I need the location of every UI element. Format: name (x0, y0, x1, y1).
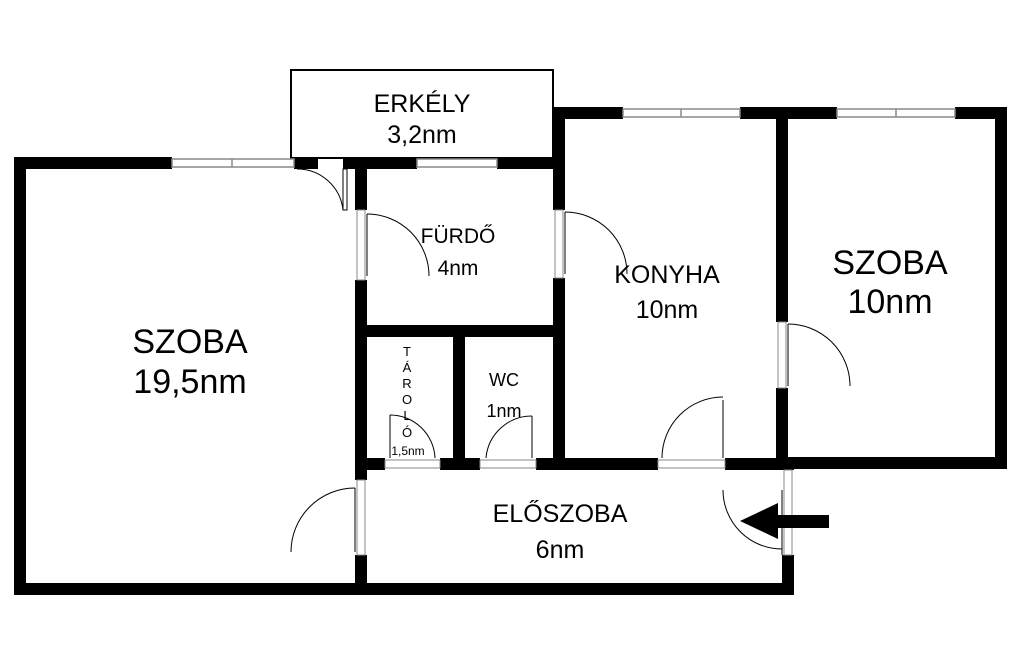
arrow-left-icon (740, 503, 829, 539)
door-konyha (554, 209, 628, 279)
erkely-area: 3,2nm (387, 121, 456, 149)
wc-area: 1nm (486, 401, 521, 421)
eloszoba-name: ELŐSZOBA (493, 499, 628, 528)
door-wc (479, 415, 537, 469)
tarolo-letter-6: Ó (402, 425, 412, 440)
tarolo-area: 1,5nm (391, 444, 424, 458)
door-konyha-hall (657, 396, 726, 469)
szoba-right-area: 10nm (847, 283, 932, 321)
window-furdo (416, 158, 498, 168)
door-szoba-left (290, 479, 366, 556)
doors (290, 168, 851, 556)
szoba-right-name: SZOBA (832, 244, 948, 282)
interior-walls (355, 107, 794, 595)
eloszoba-area: 6nm (536, 536, 585, 564)
furdo-name: FÜRDŐ (421, 225, 496, 248)
window-szoba-left (171, 158, 295, 168)
tarolo-letter-3: R (402, 376, 411, 391)
door-szoba-right (777, 321, 851, 389)
tarolo-letter-4: O (402, 392, 412, 407)
furdo-area: 4nm (438, 257, 479, 280)
room-labels: ERKÉLY 3,2nm SZOBA 19,5nm FÜRDŐ 4nm KONY… (132, 89, 948, 564)
szoba-left-area: 19,5nm (133, 363, 246, 401)
szoba-left-name: SZOBA (132, 323, 248, 361)
konyha-name: KONYHA (614, 261, 720, 289)
windows (171, 108, 956, 168)
konyha-area: 10nm (636, 296, 699, 324)
wc-name: WC (489, 370, 519, 390)
tarolo-letter-2: Á (403, 360, 412, 375)
erkely-name: ERKÉLY (374, 89, 471, 118)
tarolo-letter-1: T (403, 344, 411, 359)
door-entrance (722, 469, 793, 556)
door-furdo (356, 209, 430, 281)
door-balcony (296, 168, 348, 211)
tarolo-letter-5: L (403, 408, 410, 423)
door-tarolo (384, 414, 441, 469)
